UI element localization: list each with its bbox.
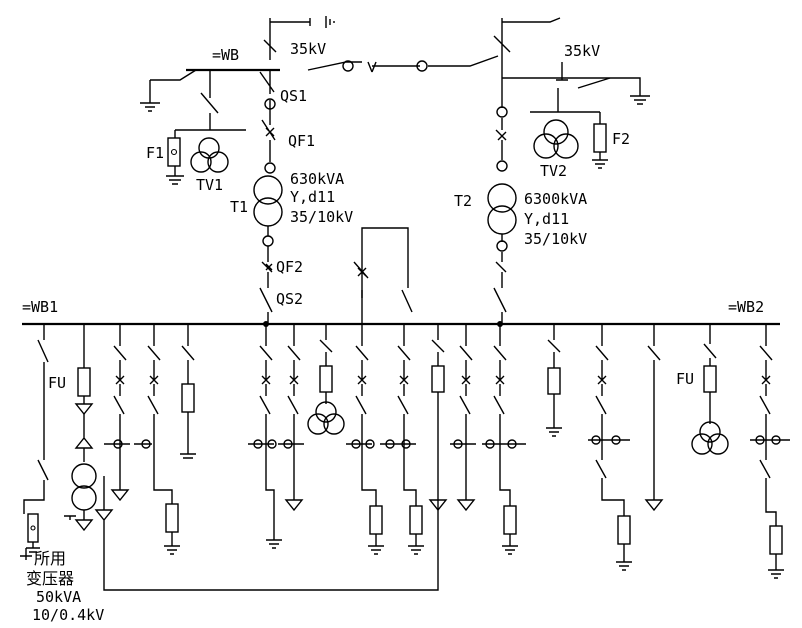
label-35kv-left: 35kV bbox=[290, 40, 326, 58]
feeder-9 bbox=[380, 324, 424, 555]
label-qf2: QF2 bbox=[276, 258, 303, 276]
feeder-8 bbox=[346, 324, 384, 555]
label-station-line1: 所用 bbox=[34, 549, 66, 568]
feeder-pt-wb2 bbox=[546, 324, 562, 437]
label-fu-left: FU bbox=[48, 374, 66, 392]
label-t2-rating: 6300kVA bbox=[524, 190, 587, 208]
feeder-4 bbox=[134, 324, 180, 555]
bus-tie bbox=[353, 227, 413, 324]
incoming-section bbox=[140, 16, 650, 324]
label-f1: F1 bbox=[146, 144, 164, 162]
feeder-fu-right bbox=[691, 324, 729, 455]
ground-symbol-station bbox=[20, 548, 32, 560]
label-station-ratio: 10/0.4kV bbox=[32, 606, 104, 624]
label-f2: F2 bbox=[612, 130, 630, 148]
feeder-pt-wb1 bbox=[307, 324, 345, 435]
feeder-14 bbox=[644, 324, 664, 512]
label-tv2: TV2 bbox=[540, 162, 567, 180]
feeder-12 bbox=[482, 324, 526, 555]
label-t1-ratio: 35/10kV bbox=[290, 208, 353, 226]
label-station-line2: 变压器 bbox=[26, 569, 74, 588]
label-qf1: QF1 bbox=[288, 132, 315, 150]
label-station-rating: 50kVA bbox=[36, 588, 81, 606]
label-tv1: TV1 bbox=[196, 176, 223, 194]
label-35kv-right: 35kV bbox=[564, 42, 600, 60]
label-t1-name: T1 bbox=[230, 198, 248, 216]
feeder-7 bbox=[278, 324, 304, 512]
label-wb1: =WB1 bbox=[22, 298, 58, 316]
label-t2-name: T2 bbox=[454, 192, 472, 210]
feeder-11 bbox=[450, 324, 476, 512]
label-fu-right: FU bbox=[676, 370, 694, 388]
label-wb: =WB bbox=[212, 46, 239, 64]
feeder-1 bbox=[23, 324, 49, 553]
label-wb2: =WB2 bbox=[728, 298, 764, 316]
label-t2-ratio: 35/10kV bbox=[524, 230, 587, 248]
label-qs1: QS1 bbox=[280, 87, 307, 105]
label-t2-connection: Y,d11 bbox=[524, 210, 569, 228]
feeders bbox=[23, 324, 790, 591]
label-qs2: QS2 bbox=[276, 290, 303, 308]
feeder-5 bbox=[180, 324, 196, 459]
feeder-13 bbox=[588, 324, 632, 571]
label-t1-connection: Y,d11 bbox=[290, 188, 335, 206]
feeder-station-transformer bbox=[64, 324, 439, 591]
feeder-3 bbox=[104, 324, 130, 502]
feeder-15 bbox=[750, 324, 790, 579]
label-t1-rating: 630kVA bbox=[290, 170, 344, 188]
feeder-10 bbox=[428, 324, 448, 512]
feeder-6 bbox=[248, 324, 282, 549]
